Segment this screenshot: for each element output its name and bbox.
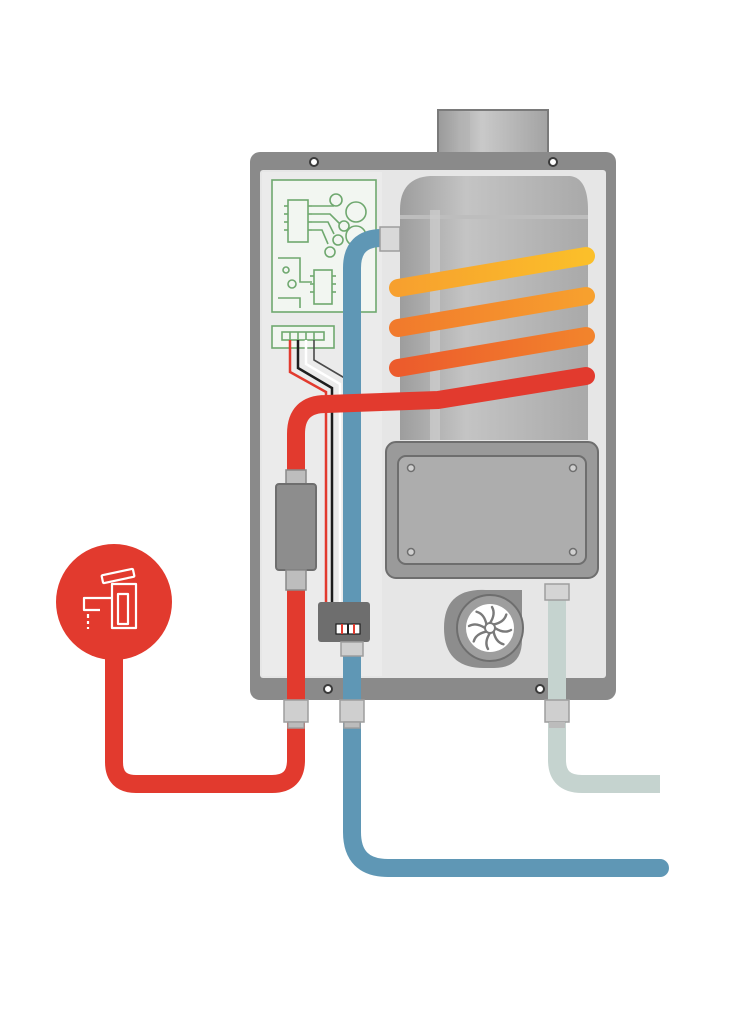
blower-fan — [444, 589, 524, 668]
bottom-fittings — [283, 699, 365, 729]
exhaust-vent — [437, 109, 549, 161]
heating-coil — [389, 247, 595, 377]
combustion-chamber-cover — [385, 441, 599, 579]
hot-water-pipe — [105, 367, 595, 793]
gas-line — [544, 583, 660, 793]
faucet-icon — [82, 567, 138, 630]
housing-screws — [309, 157, 558, 694]
water-valve — [318, 602, 370, 657]
faucet-badge — [56, 544, 172, 660]
cold-water-pipe — [343, 229, 669, 877]
cold-inlet-fitting — [379, 226, 401, 252]
flow-sensor — [275, 469, 317, 591]
fan-icon — [466, 604, 514, 652]
